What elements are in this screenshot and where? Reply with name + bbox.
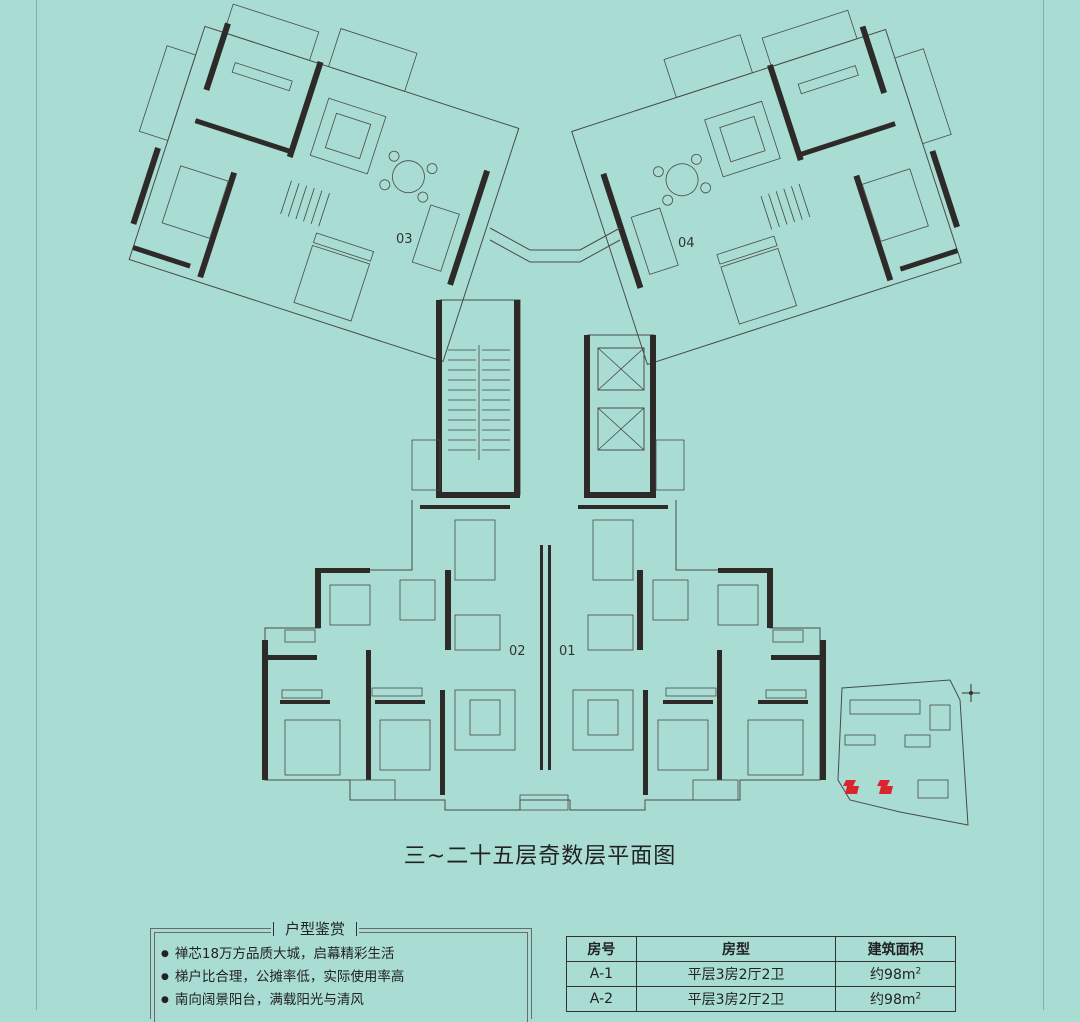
unit-04-plan <box>571 9 962 366</box>
unit-table-header-row: 房号 房型 建筑面积 <box>566 936 956 962</box>
feature-list: 禅芯18万方品质大城，启幕精彩生活 梯户比合理，公摊率低，实际使用率高 南向阔景… <box>161 943 405 1012</box>
header-room-type: 房型 <box>635 936 837 962</box>
site-key-plan <box>837 679 980 826</box>
elevator-core <box>584 334 656 498</box>
frame-line-left <box>36 0 37 1010</box>
feature-panel-title: 户型鉴赏 <box>271 918 360 939</box>
room-no: A-2 <box>566 986 637 1012</box>
feature-item: 梯户比合理，公摊率低，实际使用率高 <box>161 966 405 989</box>
header-room-no: 房号 <box>566 936 637 962</box>
highlight-building-a1 <box>843 780 859 794</box>
unit-label-03: 03 <box>396 232 413 247</box>
highlight-building-a2 <box>877 780 893 794</box>
compass-icon <box>962 684 980 702</box>
room-no: A-1 <box>566 961 637 987</box>
area: 约98m2 <box>835 986 956 1012</box>
unit-label-02: 02 <box>509 644 526 659</box>
feature-item: 南向阔景阳台，满载阳光与清风 <box>161 989 404 1012</box>
area: 约98m2 <box>835 961 956 987</box>
feature-item: 禅芯18万方品质大城，启幕精彩生活 <box>161 943 404 966</box>
plan-title: 三~二十五层奇数层平面图 <box>403 844 677 869</box>
unit-label-01: 01 <box>559 644 576 659</box>
unit-label-04: 04 <box>678 236 695 251</box>
frame-line-right <box>1043 0 1044 1010</box>
unit-03-plan <box>128 3 520 363</box>
unit-table: 房号 房型 建筑面积 A-1 平层3房2厅2卫 约98m2 A-2 平层3房2厅… <box>566 936 956 1012</box>
lower-units-plan <box>262 500 826 811</box>
header-area: 建筑面积 <box>835 936 956 962</box>
room-type: 平层3房2厅2卫 <box>635 961 837 987</box>
stair-core <box>436 299 521 498</box>
feature-panel: 户型鉴赏 禅芯18万方品质大城，启幕精彩生活 梯户比合理，公摊率低，实际使用率高… <box>150 918 532 1022</box>
connector-walkway <box>489 239 621 263</box>
table-row: A-2 平层3房2厅2卫 约98m2 <box>566 986 956 1012</box>
floor-plan: 03 04 <box>128 3 980 826</box>
room-type: 平层3房2厅2卫 <box>635 986 837 1012</box>
table-row: A-1 平层3房2厅2卫 约98m2 <box>566 961 956 987</box>
